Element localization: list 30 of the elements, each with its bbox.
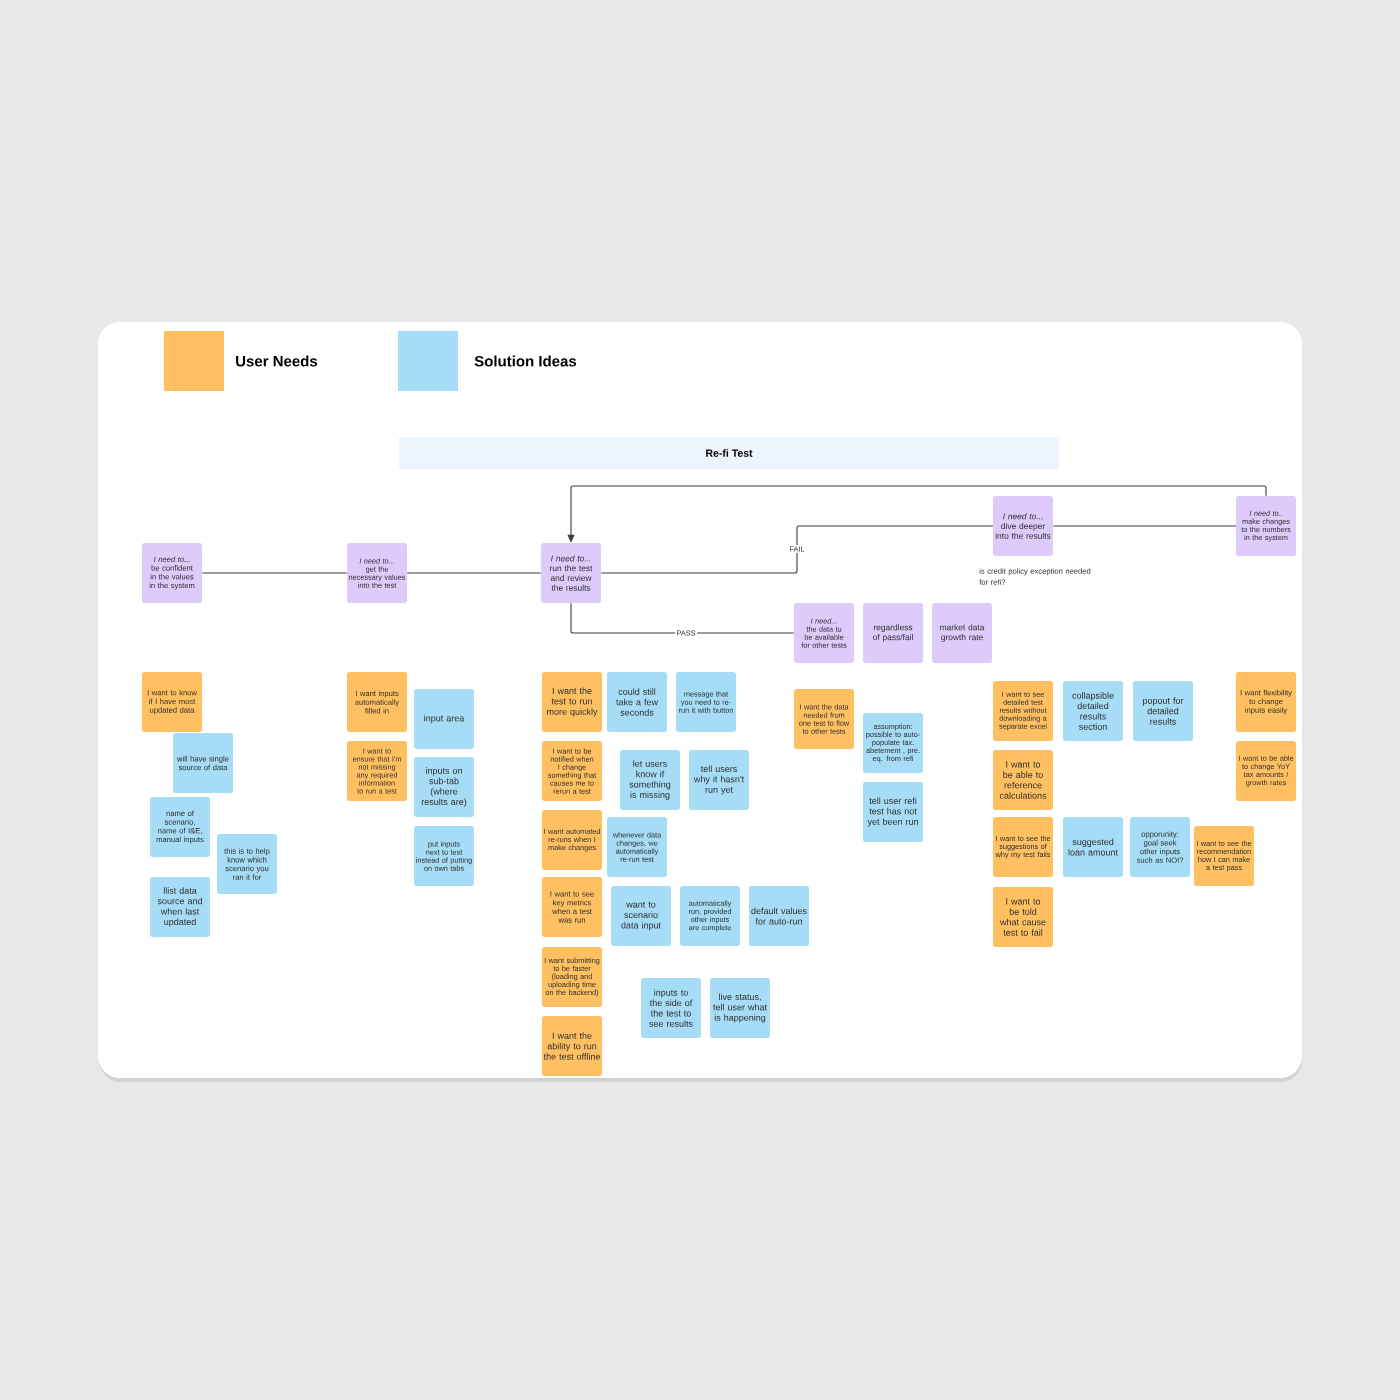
sticky-note: could still take a few seconds <box>607 672 667 732</box>
sticky-note: input area <box>414 689 474 749</box>
sticky-note: I need to... dive deeper into the results <box>993 496 1053 556</box>
connector-line <box>406 572 542 574</box>
connector-line <box>570 602 795 634</box>
sticky-note: default values for auto-run <box>749 886 809 946</box>
sticky-note: popout for detailed results <box>1133 681 1193 741</box>
sticky-note: live status, tell user what is happening <box>710 978 770 1038</box>
legend-label: User Needs <box>236 355 318 367</box>
connector-line <box>201 572 348 574</box>
legend-label: Solution Ideas <box>474 355 577 367</box>
title-banner: Re-fi Test <box>399 437 1059 469</box>
sticky-note: collapsible detailed results section <box>1063 681 1123 741</box>
sticky-note: llist data source and when last updated <box>150 877 210 937</box>
sticky-note: suggested loan amount <box>1063 817 1123 877</box>
sticky-note: I need to... run the test and review the results <box>541 543 601 603</box>
sticky-note: I want the test to run more quickly <box>542 672 602 732</box>
sticky-note: market data growth rate <box>932 603 992 663</box>
sticky-note: I want to be told what cause test to fail <box>993 887 1053 947</box>
sticky-note: regardless of pass/fail <box>863 603 923 663</box>
sticky-note: want to scenario data input <box>611 886 671 946</box>
sticky-note: tell users why it hasn't run yet <box>689 750 749 810</box>
sticky-note: I want the ability to run the test offline <box>542 1016 602 1076</box>
connector-line <box>600 525 994 574</box>
connector-line <box>1052 525 1237 527</box>
sticky-note: inputs on sub-tab (where results are) <box>414 757 474 817</box>
sticky-note: inputs to the side of the test to see results <box>641 978 701 1038</box>
sticky-note: tell user refi test has not yet been run <box>863 782 923 842</box>
sticky-note: I want to be able to reference calculations <box>993 750 1053 810</box>
sticky-note: let users know if something is missing <box>620 750 680 810</box>
